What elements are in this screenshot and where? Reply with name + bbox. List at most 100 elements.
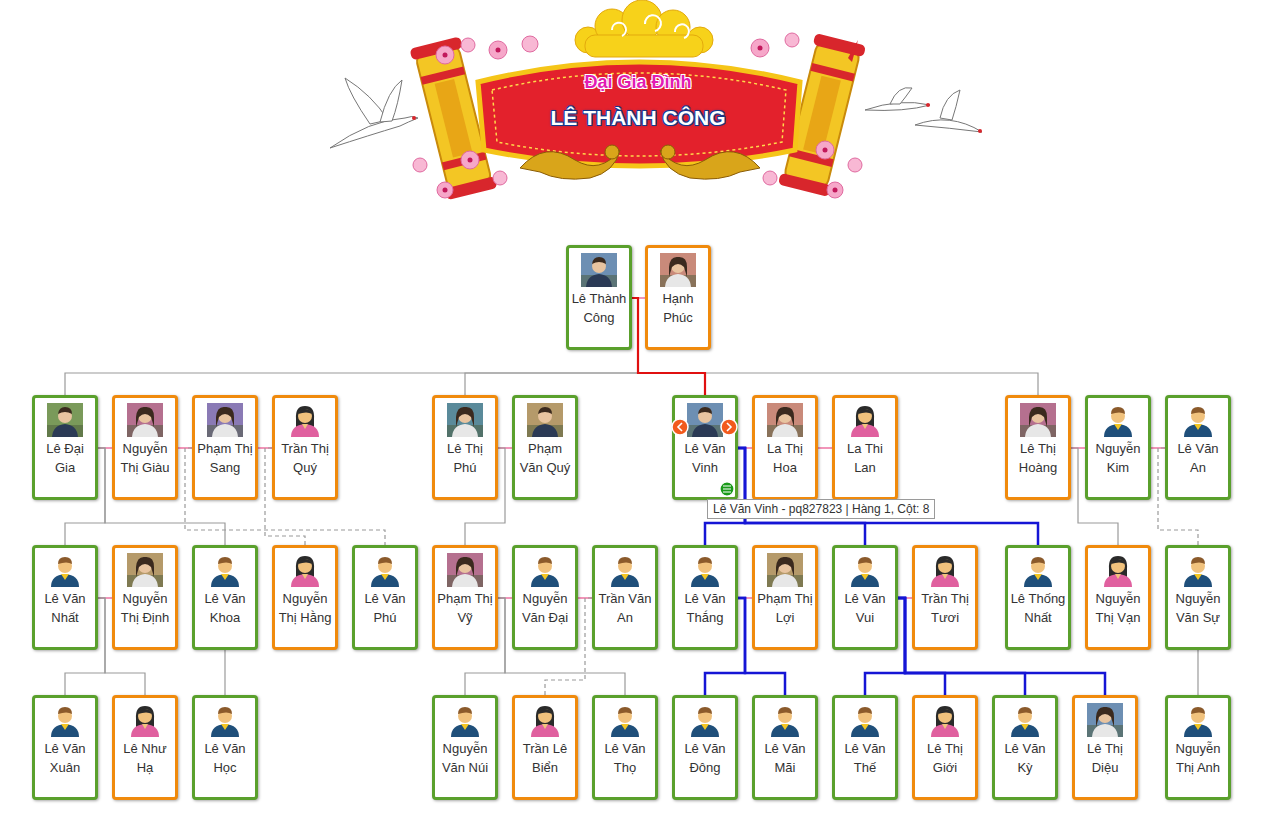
portrait-photo xyxy=(1087,703,1123,737)
avatar-icon xyxy=(847,553,883,587)
avatar-icon xyxy=(447,703,483,737)
portrait-photo xyxy=(767,403,803,437)
cloud-swirl xyxy=(612,15,689,38)
golden-cloud xyxy=(575,0,713,57)
member-name: Lê Văn Xuân xyxy=(35,739,95,777)
male-member-box: Nguyễn Văn Đại xyxy=(512,545,578,650)
node-tooltip: Lê Văn Vinh - pq827823 | Hàng 1, Cột: 8 xyxy=(707,499,935,519)
female-member-box: Lê Thị Hoàng xyxy=(1005,395,1071,500)
member-name: Phạm Văn Quý xyxy=(515,439,575,477)
avatar-icon xyxy=(1007,703,1043,737)
female-member-box: Lê Thị Diệu xyxy=(1072,695,1138,800)
avatar-icon xyxy=(927,553,963,587)
male-member-box: Lê Văn Nhất xyxy=(32,545,98,650)
crane-heads xyxy=(412,103,982,133)
male-member-box: Lê Văn Đông xyxy=(672,695,738,800)
spouse-link xyxy=(818,447,832,449)
male-member-box: Nguyễn Thị Anh xyxy=(1165,695,1231,800)
portrait-photo xyxy=(1020,403,1056,437)
member-name: Lê Văn Đông xyxy=(675,739,735,777)
male-member-box: Lê Văn Thế xyxy=(832,695,898,800)
male-member-box: Lê Văn Kỳ xyxy=(992,695,1058,800)
banner-trim xyxy=(492,73,786,156)
avatar-icon xyxy=(607,703,643,737)
male-member-box: Lê Văn Mãi xyxy=(752,695,818,800)
member-name: Nguyễn Thị Định xyxy=(115,589,175,627)
male-member-box: Lê Văn Khoa xyxy=(192,545,258,650)
avatar-icon xyxy=(47,703,83,737)
female-member-box: Lê Thị Giới xyxy=(912,695,978,800)
portrait-photo xyxy=(447,553,483,587)
member-name: Lê Thống Nhất xyxy=(1008,589,1068,627)
dragons xyxy=(520,145,760,179)
parent-child-line xyxy=(224,650,225,695)
male-member-box: Phạm Văn Quý xyxy=(512,395,578,500)
avatar-icon xyxy=(687,553,723,587)
female-member-box: Phạm Thị Lợi xyxy=(752,545,818,650)
member-name: Lê Văn Phú xyxy=(355,589,415,627)
member-name: Lê Văn Học xyxy=(195,739,255,777)
red-banner xyxy=(478,62,800,166)
male-member-box: Lê Văn Học xyxy=(192,695,258,800)
avatar-icon xyxy=(1180,403,1216,437)
avatar-icon xyxy=(287,553,323,587)
female-member-box: La Thi Lan xyxy=(832,395,898,500)
avatar-icon xyxy=(287,403,323,437)
banner-name: LÊ THÀNH CÔNG xyxy=(508,106,768,130)
member-name: Nguyễn Văn Sự xyxy=(1168,589,1228,627)
member-name: Lê Văn Vui xyxy=(835,589,895,627)
female-member-box: Trần Thị Tươi xyxy=(912,545,978,650)
avatar-icon xyxy=(207,703,243,737)
member-name: Lê Văn Khoa xyxy=(195,589,255,627)
peach-blossoms xyxy=(413,33,862,198)
avatar-icon xyxy=(47,553,83,587)
female-member-box: Lê Như Hạ xyxy=(112,695,178,800)
member-name: Phạm Thị Vỹ xyxy=(435,589,495,627)
female-member-box: La Thị Hoa xyxy=(752,395,818,500)
blossom-centers xyxy=(443,46,838,193)
member-name: Lê Văn Thế xyxy=(835,739,895,777)
avatar-icon xyxy=(1100,403,1136,437)
member-name: Nguyễn Kim xyxy=(1088,439,1148,477)
member-name: Phạm Thị Sang xyxy=(195,439,255,477)
portrait-photo xyxy=(447,403,483,437)
avatar-icon xyxy=(127,703,163,737)
female-member-box: Phạm Thị Sang xyxy=(192,395,258,500)
avatar-icon xyxy=(927,703,963,737)
member-name: Trần Văn An xyxy=(595,589,655,627)
avatar-icon xyxy=(607,553,643,587)
female-member-box: Lê Thị Phú xyxy=(432,395,498,500)
female-member-box: Nguyễn Thị Vạn xyxy=(1085,545,1151,650)
member-name: Lê Thị Giới xyxy=(915,739,975,777)
member-name: Lê Văn An xyxy=(1168,439,1228,477)
portrait-photo xyxy=(127,403,163,437)
member-name: Trần Thị Tươi xyxy=(915,589,975,627)
avatar-icon xyxy=(1180,703,1216,737)
member-name: Lê Văn Kỳ xyxy=(995,739,1055,777)
member-name: La Thị Hoa xyxy=(755,439,815,477)
female-member-box: Trần Lê Biển xyxy=(512,695,578,800)
member-name: Lê Thị Phú xyxy=(435,439,495,477)
avatar-icon xyxy=(1100,553,1136,587)
male-member-box: Nguyễn Kim xyxy=(1085,395,1151,500)
male-member-box: Lê Văn Thắng xyxy=(672,545,738,650)
member-name: Nguyễn Văn Núi xyxy=(435,739,495,777)
male-member-box: Lê Văn Phú xyxy=(352,545,418,650)
member-name: Lê Văn Nhất xyxy=(35,589,95,627)
member-name: Phạm Thị Lợi xyxy=(755,589,815,627)
member-name: Lê Thị Hoàng xyxy=(1008,439,1068,477)
portrait-photo xyxy=(687,403,723,437)
portrait-photo xyxy=(527,403,563,437)
member-name: Nguyễn Văn Đại xyxy=(515,589,575,627)
member-name: Nguyễn Thị Vạn xyxy=(1088,589,1148,627)
portrait-photo xyxy=(767,553,803,587)
male-member-box: Trần Văn An xyxy=(592,545,658,650)
portrait-photo xyxy=(207,403,243,437)
avatar-icon xyxy=(687,703,723,737)
male-member-box: Nguyễn Văn Sự xyxy=(1165,545,1231,650)
portrait-photo xyxy=(660,253,696,287)
avatar-icon xyxy=(367,553,403,587)
banner-title: Đại Gia Đình xyxy=(528,72,748,93)
male-member-box: Lê Văn Thọ xyxy=(592,695,658,800)
member-name: Nguyễn Thị Hằng xyxy=(275,589,335,627)
